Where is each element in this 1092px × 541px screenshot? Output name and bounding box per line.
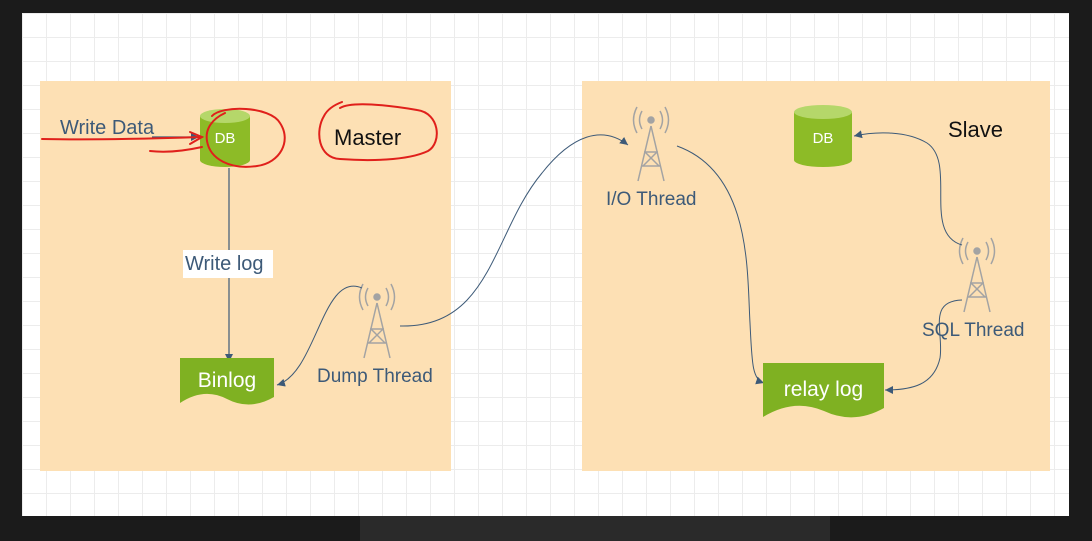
relay-log-label: relay log: [783, 378, 864, 401]
diagram-svg: [41, 101, 996, 418]
dump-thread-icon: [358, 283, 396, 359]
dump-to-io-curve: [399, 134, 629, 327]
binlog-label: Binlog: [197, 369, 257, 392]
sql-thread-icon: [958, 237, 996, 313]
caption-bar: [360, 516, 830, 541]
sql-thread-label: SQL Thread: [922, 320, 1025, 341]
red-annotations: [41, 101, 438, 168]
write-log-label: Write log: [185, 253, 264, 275]
dump-to-binlog-curve: [276, 285, 363, 387]
slave-db-label: DB: [812, 130, 834, 147]
relay-to-sql-curve: [884, 299, 963, 394]
master-title: Master: [334, 125, 402, 150]
diagram-canvas: Write Data DB Master Write log Binlog Du…: [22, 13, 1069, 516]
binlog-shape: [180, 358, 274, 405]
dump-thread-label: Dump Thread: [317, 366, 433, 387]
write-log-label-bg: [183, 250, 273, 278]
master-db-label: DB: [214, 130, 236, 147]
sql-to-db-curve: [853, 130, 963, 246]
slave-db-cylinder: [794, 105, 852, 167]
io-thread-label: I/O Thread: [606, 189, 697, 210]
io-to-relay-curve: [676, 145, 765, 385]
write-data-label: Write Data: [60, 117, 155, 139]
slave-title: Slave: [948, 117, 1004, 142]
relay-log-shape: [763, 363, 884, 418]
io-thread-icon: [632, 106, 670, 182]
